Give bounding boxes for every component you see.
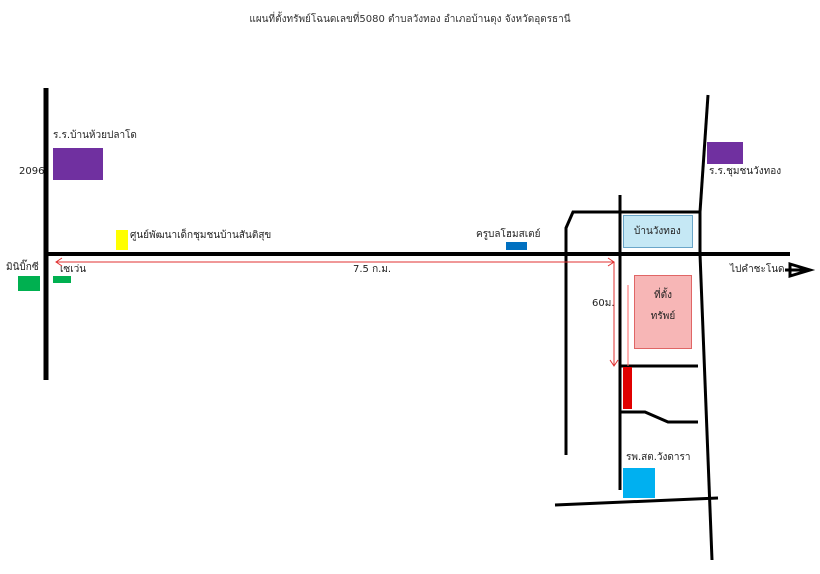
direction-label: ไปคำชะโนด	[730, 264, 785, 275]
ban-wang-thong-label: บ้านวังทอง	[634, 226, 681, 237]
minimart-marker	[18, 276, 40, 291]
ban-wang-thong-box: บ้านวังทอง	[623, 215, 693, 248]
property-distance-label: 60ม.	[592, 298, 615, 309]
property-label-line1: ที่ตั้ง	[654, 290, 672, 301]
right-vertical-road-lower	[698, 253, 714, 561]
school-huai-pla-do-marker	[53, 148, 103, 180]
school-wang-thong-label: ร.ร.ชุมชนวังทอง	[709, 166, 782, 177]
homestay-marker	[506, 242, 527, 250]
distance-arrow-left	[55, 257, 63, 267]
road-number-label: 2096	[19, 166, 45, 177]
bottom-road	[554, 496, 719, 507]
seven-eleven-label: เซเว่น	[60, 264, 87, 275]
health-center-marker	[623, 468, 655, 498]
school-huai-pla-do-label: ร.ร.บ้านห้วยปลาโด	[53, 130, 137, 141]
map-title: แผนที่ตั้งทรัพย์โฉนดเลขที่5080 ตำบลวังทอ…	[249, 14, 571, 25]
property-marker	[623, 367, 632, 409]
distance-60m-arrow	[609, 359, 619, 367]
child-center-marker	[116, 230, 128, 250]
homestay-label: ครูบลโฮมสเตย์	[476, 229, 541, 240]
minimart-label: มินิบิ๊กซี	[6, 262, 39, 273]
main-distance-label: 7.5 ก.ม.	[353, 264, 392, 275]
property-label-line2: ทรัพย์	[650, 311, 676, 322]
side-road-2	[620, 410, 698, 424]
right-vertical-road	[698, 94, 710, 213]
property-box: ที่ตั้ง ทรัพย์	[634, 275, 692, 349]
village-loop-road	[564, 210, 702, 455]
health-center-label: รพ.สต.วังดารา	[626, 452, 691, 463]
child-center-label: ศูนย์พัฒนาเด็กชุมชนบ้านสันติสุข	[130, 230, 272, 241]
seven-eleven-marker	[53, 276, 71, 283]
school-wang-thong-marker	[707, 142, 743, 164]
